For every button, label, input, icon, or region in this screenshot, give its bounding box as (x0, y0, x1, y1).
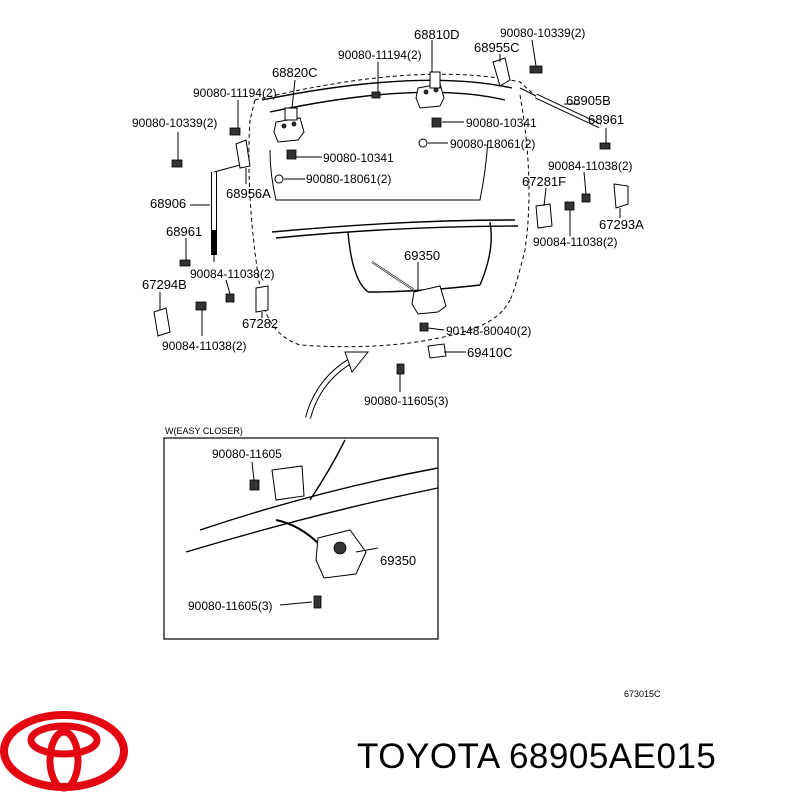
callout-68905B: 68905B (566, 93, 611, 108)
callout-90080-11194-top: 90080-11194(2) (338, 48, 422, 62)
callout-67282: 67282 (242, 316, 278, 331)
callout-69410C: 69410C (467, 345, 513, 360)
callout-68906: 68906 (150, 196, 186, 211)
inset-arrow-icon (305, 351, 370, 419)
lock-69350 (371, 261, 447, 359)
strut-brackets (153, 57, 629, 337)
callout-90080-18061-left: 90080-18061(2) (306, 172, 391, 186)
callout-90080-11194-left: 90080-11194(2) (193, 86, 277, 100)
callout-68956A: 68956A (226, 186, 271, 201)
inset-callout-90080-11605-3: 90080-11605(3) (188, 599, 273, 613)
callout-68961-left: 68961 (166, 224, 202, 239)
toyota-logo-icon (0, 711, 128, 792)
callout-90080-10341-left: 90080-10341 (323, 151, 394, 165)
part-number-title: TOYOTA 68905AE015 (357, 737, 717, 776)
callout-68810D: 68810D (414, 27, 460, 42)
figure-code: 673015C (624, 689, 661, 699)
callout-90080-10339-top: 90080-10339(2) (500, 26, 585, 40)
leader-lines (159, 39, 621, 392)
callout-90080-10339-left: 90080-10339(2) (132, 116, 217, 130)
callout-90084-11038-upper-right: 90084-11038(2) (548, 159, 633, 173)
callout-90084-11038-left: 90084-11038(2) (190, 267, 275, 281)
callout-67281F: 67281F (522, 174, 566, 189)
inset-easy-closer: W(EASY CLOSER) 90080-11605 69350 90080-1… (163, 426, 439, 640)
callout-68961-right: 68961 (588, 112, 624, 127)
callout-90148-80040: 90148-80040(2) (446, 324, 531, 338)
callout-labels: 68810D 90080-10339(2) 90080-11194(2) 689… (132, 26, 644, 408)
callout-90080-11605: 90080-11605(3) (364, 394, 449, 408)
hinge-68820c (273, 107, 305, 143)
hinge-68810d (415, 71, 445, 109)
callout-90084-11038-bottom-left: 90084-11038(2) (162, 339, 247, 353)
callout-69350: 69350 (404, 248, 440, 263)
callout-90080-18061-right: 90080-18061(2) (450, 137, 535, 151)
callout-68820C: 68820C (272, 65, 318, 80)
callout-68955C: 68955C (474, 40, 520, 55)
gas-strut-68905b (519, 87, 602, 129)
inset-callout-69350: 69350 (380, 553, 416, 568)
inset-title: W(EASY CLOSER) (165, 426, 243, 436)
back-door-outline (248, 73, 541, 348)
callout-90084-11038-lower-right: 90084-11038(2) (533, 235, 618, 249)
inset-callout-90080-11605: 90080-11605 (212, 447, 282, 461)
callout-67294B: 67294B (142, 277, 187, 292)
callout-90080-10341-right: 90080-10341 (466, 116, 537, 130)
callout-67293A: 67293A (599, 217, 644, 232)
